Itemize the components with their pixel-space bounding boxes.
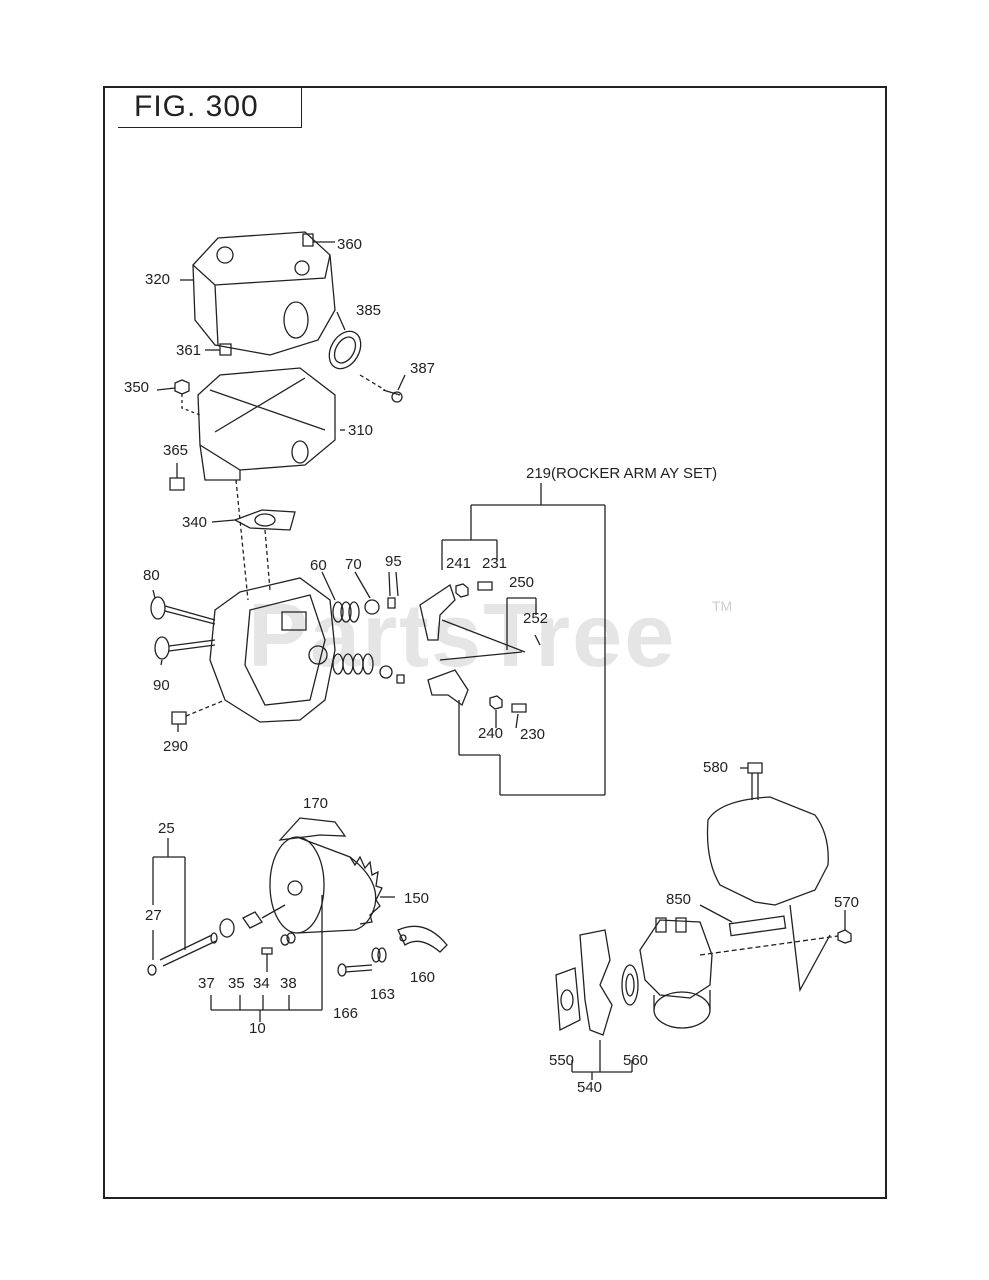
rocker-arm-part [420, 582, 540, 712]
camshaft-gear-part [270, 837, 395, 933]
callout-250: 250 [509, 574, 535, 591]
callout-580: 580 [703, 759, 729, 776]
group-bracket-10 [211, 895, 322, 1022]
callout-361: 361 [176, 342, 202, 359]
callout-252: 252 [523, 610, 549, 627]
callout-241: 241 [446, 555, 472, 572]
callout-550: 550 [549, 1052, 575, 1069]
callout-340: 340 [182, 514, 208, 531]
bolt-365-part [170, 470, 184, 490]
rocker-arm-set-bracket [442, 483, 605, 795]
callout-166: 166 [333, 1005, 359, 1022]
nut-361-part [205, 344, 231, 355]
callout-290: 290 [163, 738, 189, 755]
callout-320: 320 [145, 271, 171, 288]
figure-title-box [118, 86, 302, 128]
callout-170: 170 [303, 795, 329, 812]
figure-title: FIG. 300 [134, 90, 259, 123]
callout-160: 160 [410, 969, 436, 986]
cylinder-head-part [210, 578, 335, 722]
carburetor-part [640, 918, 712, 1028]
callout-560: 560 [623, 1052, 649, 1069]
nut-570-part [700, 930, 851, 955]
callout-60: 60 [310, 557, 327, 574]
bolt-290-part [172, 700, 225, 724]
callout-365: 365 [163, 442, 189, 459]
callout-570: 570 [834, 894, 860, 911]
callout-25: 25 [158, 820, 175, 837]
bolt-360-part [303, 234, 335, 246]
valve-80-part [151, 597, 215, 624]
group-bracket-540 [572, 1040, 632, 1080]
callout-80: 80 [143, 567, 160, 584]
callout-230: 230 [520, 726, 546, 743]
gasket-550-part [556, 968, 580, 1030]
callout-240: 240 [478, 725, 504, 742]
leader-lines [153, 280, 845, 930]
callout-540: 540 [577, 1079, 603, 1096]
valve-spring-60-part [333, 602, 373, 674]
diagram-frame [103, 86, 887, 1199]
arm-160-part [398, 926, 447, 952]
air-cleaner-cover-part [708, 797, 831, 990]
callout-10: 10 [249, 1020, 266, 1037]
pin-166-part [338, 964, 372, 976]
retainer-70-part [365, 600, 392, 678]
valve-cover-part [198, 368, 345, 480]
callout-35: 35 [228, 975, 245, 992]
bolt-580-part [748, 763, 762, 800]
callout-350: 350 [124, 379, 150, 396]
valve-90-part [155, 637, 215, 659]
watermark-logo: PartsTree [248, 586, 677, 686]
callout-70: 70 [345, 556, 362, 573]
rocker-cover-part [193, 232, 335, 355]
clip-170-part [280, 818, 345, 840]
shaft-27-part [148, 933, 217, 975]
watermark-trademark: TM [712, 598, 733, 614]
callout-360: 360 [337, 236, 363, 253]
callout-37: 37 [198, 975, 215, 992]
callout-385: 385 [356, 302, 382, 319]
callout-163: 163 [370, 986, 396, 1003]
group-bracket-25 [153, 838, 185, 960]
callout-231: 231 [482, 555, 508, 572]
nut-350-part [175, 380, 200, 415]
callout-34: 34 [253, 975, 270, 992]
callout-95: 95 [385, 553, 402, 570]
callout-38: 38 [280, 975, 297, 992]
callout-310: 310 [348, 422, 374, 439]
spring-163-part [372, 948, 386, 962]
gasket-385-part [323, 326, 367, 375]
gasket-340-part [235, 480, 295, 600]
insulator-part [580, 930, 612, 1035]
tube-850-part [729, 916, 785, 936]
screw-387-part [360, 375, 402, 402]
gasket-560-part [622, 965, 638, 1005]
callout-150: 150 [404, 890, 430, 907]
callout-27: 27 [145, 907, 162, 924]
parts-37-35-34-38 [220, 905, 295, 972]
keeper-95-part [388, 598, 404, 683]
callout-219-rocker-arm-set: 219(ROCKER ARM AY SET) [526, 465, 718, 482]
callout-387: 387 [410, 360, 436, 377]
callout-850: 850 [666, 891, 692, 908]
callout-90: 90 [153, 677, 170, 694]
